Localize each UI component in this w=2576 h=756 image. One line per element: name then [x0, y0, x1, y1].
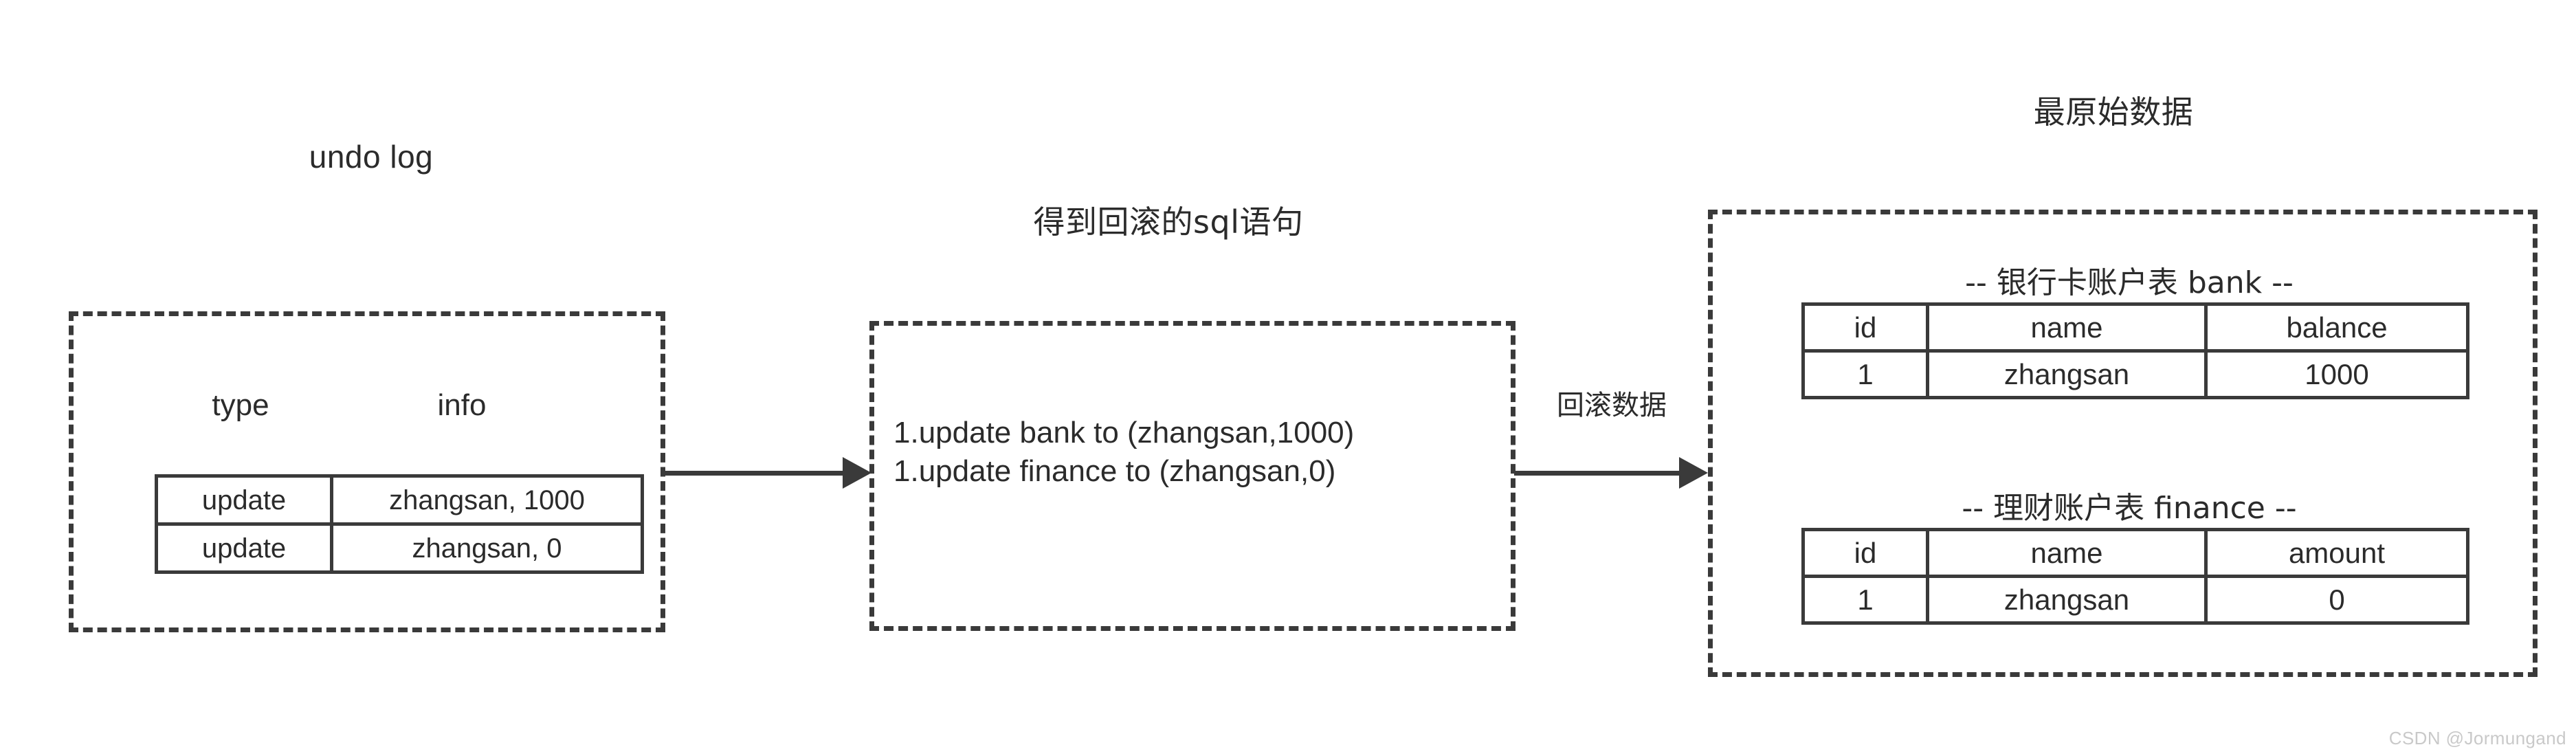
bank-table-caption: -- 银行卡账户表 bank --	[1965, 265, 2294, 300]
table-row: update zhangsan, 0	[155, 522, 644, 574]
original-data-container	[1708, 210, 2538, 677]
bank-row-0-id: 1	[1801, 349, 1929, 399]
arrow-label-rollback-data: 回滚数据	[1557, 390, 1667, 421]
arrow-shaft	[1514, 471, 1682, 476]
arrow-head-icon	[1679, 457, 1708, 489]
undo-log-container	[69, 311, 665, 632]
table-row: 1 zhangsan 0	[1801, 575, 2469, 625]
bank-header-name: name	[1926, 302, 2208, 353]
table-row: id name balance	[1801, 302, 2469, 353]
rollback-sql-title: 得到回滚的sql语句	[1033, 203, 1304, 241]
rollback-sql-line-2: 1.update finance to (zhangsan,0)	[893, 454, 1336, 489]
table-row: update zhangsan, 1000	[155, 474, 644, 526]
undo-row-0-type: update	[155, 474, 333, 526]
finance-table: id name amount 1 zhangsan 0	[1801, 528, 2469, 625]
original-data-title: 最原始数据	[2033, 93, 2194, 131]
table-row: 1 zhangsan 1000	[1801, 349, 2469, 399]
finance-header-amount: amount	[2204, 528, 2469, 578]
table-row: id name amount	[1801, 528, 2469, 578]
watermark: CSDN @Jormungand	[2388, 728, 2566, 748]
bank-header-id: id	[1801, 302, 1929, 353]
bank-table: id name balance 1 zhangsan 1000	[1801, 302, 2469, 399]
finance-row-0-id: 1	[1801, 575, 1929, 625]
bank-row-0-balance: 1000	[2204, 349, 2469, 399]
rollback-sql-container	[869, 321, 1515, 631]
undo-log-header-type: type	[212, 388, 269, 422]
rollback-sql-line-1: 1.update bank to (zhangsan,1000)	[893, 416, 1355, 449]
undo-row-1-info: zhangsan, 0	[330, 522, 644, 574]
undo-log-header-info: info	[437, 388, 487, 422]
arrow-head-icon	[843, 457, 871, 489]
undo-row-1-type: update	[155, 522, 333, 574]
undo-row-0-info: zhangsan, 1000	[330, 474, 644, 526]
arrow-sql-to-original-data	[1514, 457, 1708, 489]
undo-log-table: update zhangsan, 1000 update zhangsan, 0	[155, 474, 644, 574]
rollback-sql-text-block: 1.update bank to (zhangsan,1000) 1.updat…	[893, 414, 1354, 491]
arrow-undolog-to-sql	[665, 457, 871, 489]
undo-log-title: undo log	[309, 139, 434, 175]
arrow-shaft	[665, 471, 845, 476]
finance-header-name: name	[1926, 528, 2208, 578]
finance-row-0-name: zhangsan	[1926, 575, 2208, 625]
finance-row-0-amount: 0	[2204, 575, 2469, 625]
bank-header-balance: balance	[2204, 302, 2469, 353]
bank-row-0-name: zhangsan	[1926, 349, 2208, 399]
finance-table-caption: -- 理财账户表 finance --	[1962, 491, 2297, 526]
finance-header-id: id	[1801, 528, 1929, 578]
